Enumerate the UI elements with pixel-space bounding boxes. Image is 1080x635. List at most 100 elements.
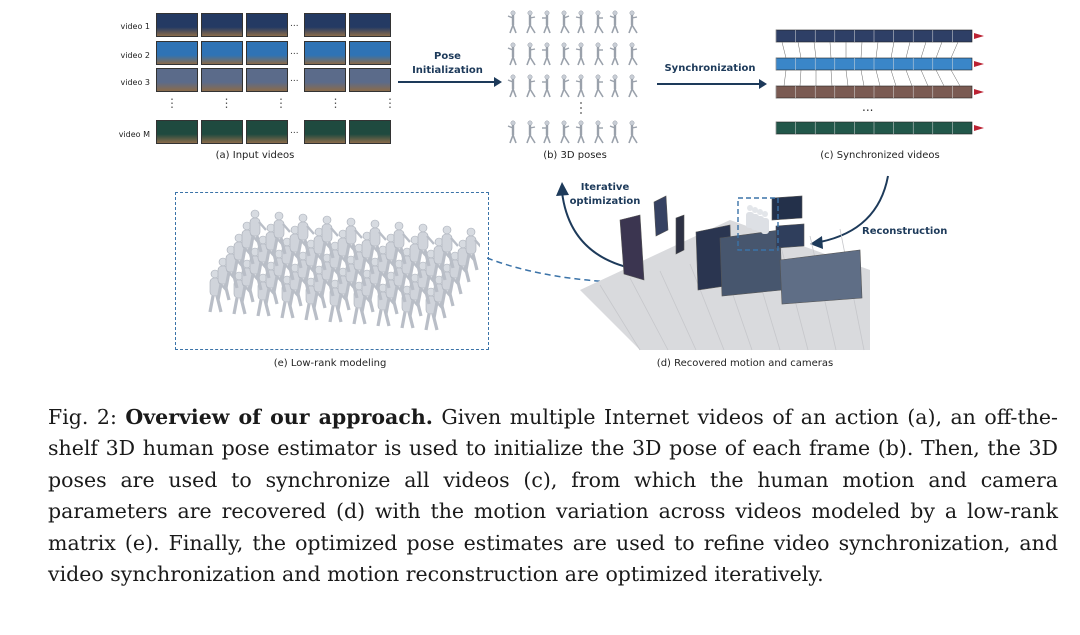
crowd-head [322, 215, 332, 225]
figure: video 1 video 2 video 3 video M ........… [119, 10, 984, 369]
scene-figure-head [762, 211, 768, 217]
panel-3d-poses [507, 10, 638, 144]
crowd-leg [327, 241, 335, 259]
crowd-figure [416, 223, 435, 267]
crowd-head [346, 217, 356, 227]
pose-figure [575, 42, 585, 66]
pose-figure [594, 42, 604, 66]
video-frame [156, 41, 198, 65]
pose-leg [614, 134, 619, 144]
crowd-figure [240, 259, 259, 303]
pose-leg [560, 88, 565, 98]
pose-arm [563, 47, 570, 51]
floor-grid-line [599, 284, 641, 351]
pose-arm [529, 16, 536, 19]
crowd-leg [240, 247, 247, 265]
pose-leg [529, 134, 536, 144]
pose-head [629, 42, 635, 48]
scene-figure-head [752, 207, 758, 213]
pose-arm [609, 47, 616, 51]
pose-leg [628, 24, 633, 34]
crowd-head [250, 209, 260, 219]
sync-link [875, 69, 881, 87]
pose-leg [614, 24, 619, 34]
crowd-figure [296, 213, 315, 257]
crowd-leg [312, 253, 319, 271]
pose-leg [529, 24, 536, 34]
pose-leg [509, 134, 514, 144]
crowd-leg [280, 301, 287, 319]
pose-leg [526, 88, 531, 98]
crowd-leg [279, 237, 287, 255]
pose-leg [563, 88, 570, 98]
pose-head [561, 42, 567, 48]
crowd-leg [288, 251, 295, 269]
pose-head [578, 10, 584, 16]
pose-arm [529, 80, 536, 83]
video-frame [246, 41, 288, 65]
pose-leg [563, 56, 570, 66]
pose-leg [543, 88, 548, 98]
vertical-dots: ⋮⋮⋮⋮⋮ [166, 96, 396, 110]
pose-arm [609, 15, 616, 19]
caption-d: (d) Recovered motion and cameras [656, 358, 834, 369]
pose-leg [594, 134, 599, 144]
pose-leg [611, 56, 616, 66]
pose-leg [512, 88, 517, 98]
crowd-leg [280, 263, 287, 281]
pose-head [612, 74, 618, 80]
crowd-leg [392, 285, 399, 303]
crowd-leg [352, 269, 359, 287]
sync-link [845, 69, 849, 87]
sync-arrow-head [974, 33, 984, 39]
row-label-video-2: video 2 [120, 51, 150, 60]
pose-head [527, 10, 533, 16]
row-label-video-3: video 3 [120, 78, 150, 87]
pose-leg [577, 24, 582, 34]
crowd-leg [328, 305, 335, 323]
pose-leg [577, 134, 582, 144]
row-ellipsis: ... [290, 19, 299, 29]
pose-head [612, 120, 618, 126]
crowd-figure [264, 261, 283, 305]
crowd-figure [320, 215, 339, 259]
pose-leg [577, 56, 582, 66]
row-label-video-1: video 1 [120, 22, 150, 31]
ellipsis-sync: ... [862, 100, 874, 114]
pose-leg [611, 24, 616, 34]
pose-arm [507, 79, 514, 83]
pose-figure [575, 10, 585, 34]
sync-link [781, 41, 787, 59]
floor-grid-line [659, 270, 697, 351]
pose-leg [543, 134, 548, 144]
sync-link [783, 69, 787, 87]
crowd-leg [232, 297, 239, 315]
pose-head [527, 120, 533, 126]
crowd-arm [426, 235, 435, 245]
pose-head [578, 42, 584, 48]
crowd-leg [304, 265, 311, 283]
pose-head [527, 42, 533, 48]
caption-label: Fig. 2: [48, 405, 117, 429]
crowd-leg [320, 241, 327, 259]
sync-link [935, 69, 945, 87]
video-frame [156, 13, 198, 37]
pose-leg [597, 24, 604, 34]
crowd-leg [456, 265, 463, 283]
pose-arm [507, 15, 514, 19]
crowd-leg [440, 251, 447, 269]
pose-leg [580, 24, 585, 34]
crowd-leg [264, 249, 271, 267]
crowd-leg [448, 277, 455, 295]
pose-head [544, 74, 550, 80]
video-frame [201, 68, 243, 92]
pose-figure [560, 74, 570, 98]
crowd-leg [400, 311, 407, 329]
pose-head [510, 10, 516, 16]
crowd-leg [320, 279, 327, 297]
crowd-arm [474, 239, 480, 248]
pose-figure [507, 42, 517, 66]
pose-figure [594, 74, 604, 98]
pose-figure [594, 120, 604, 144]
pose-leg [611, 134, 616, 144]
